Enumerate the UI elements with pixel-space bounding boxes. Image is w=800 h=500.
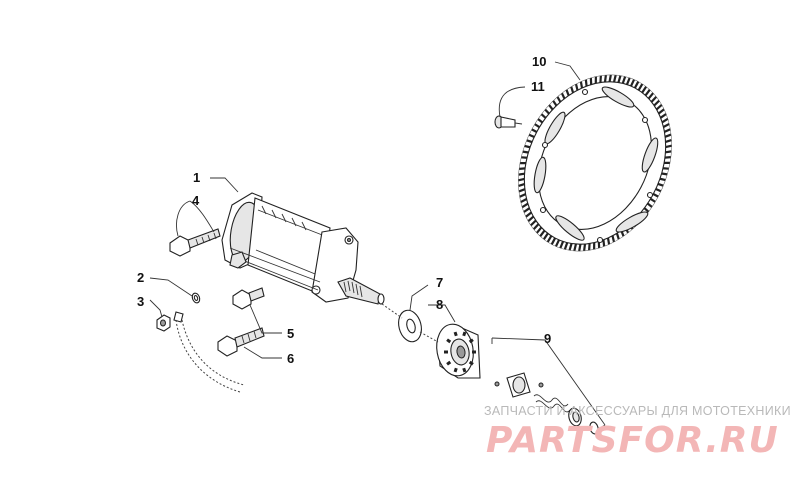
starter-cable bbox=[173, 311, 245, 393]
callout-9: 9 bbox=[544, 331, 551, 346]
bolt-part-4[interactable] bbox=[169, 228, 221, 257]
callout-1: 1 bbox=[193, 170, 200, 185]
assembly-center-line bbox=[381, 303, 439, 343]
callout-11: 11 bbox=[531, 79, 545, 94]
leader-lines bbox=[149, 61, 581, 359]
starter-motor-part-1[interactable] bbox=[221, 192, 385, 305]
screw-part-11[interactable] bbox=[494, 115, 523, 129]
drive-pinion-part-8[interactable] bbox=[433, 321, 481, 379]
callout-5: 5 bbox=[287, 326, 294, 341]
callout-7: 7 bbox=[436, 275, 443, 290]
callout-3: 3 bbox=[137, 294, 144, 309]
nut-part-3[interactable] bbox=[156, 314, 171, 332]
callout-2: 2 bbox=[137, 270, 144, 285]
callout-10: 10 bbox=[532, 54, 546, 69]
callout-8: 8 bbox=[436, 297, 443, 312]
bolt-part-5[interactable] bbox=[232, 287, 265, 310]
callout-4: 4 bbox=[192, 193, 200, 208]
washer-part-2[interactable] bbox=[191, 292, 201, 304]
watermark-tagline: ЗАПЧАСТИ И АКСЕССУАРЫ ДЛЯ МОТОТЕХНИКИ bbox=[484, 404, 791, 418]
pinion-clutch-kit-part-9[interactable] bbox=[491, 337, 606, 435]
thrust-washer-part-7[interactable] bbox=[395, 308, 425, 345]
callout-6: 6 bbox=[287, 351, 294, 366]
ring-gear-part-10[interactable] bbox=[488, 48, 701, 278]
watermark-logo: PARTSFOR.RU bbox=[486, 420, 779, 461]
bolt-part-6[interactable] bbox=[217, 327, 265, 357]
